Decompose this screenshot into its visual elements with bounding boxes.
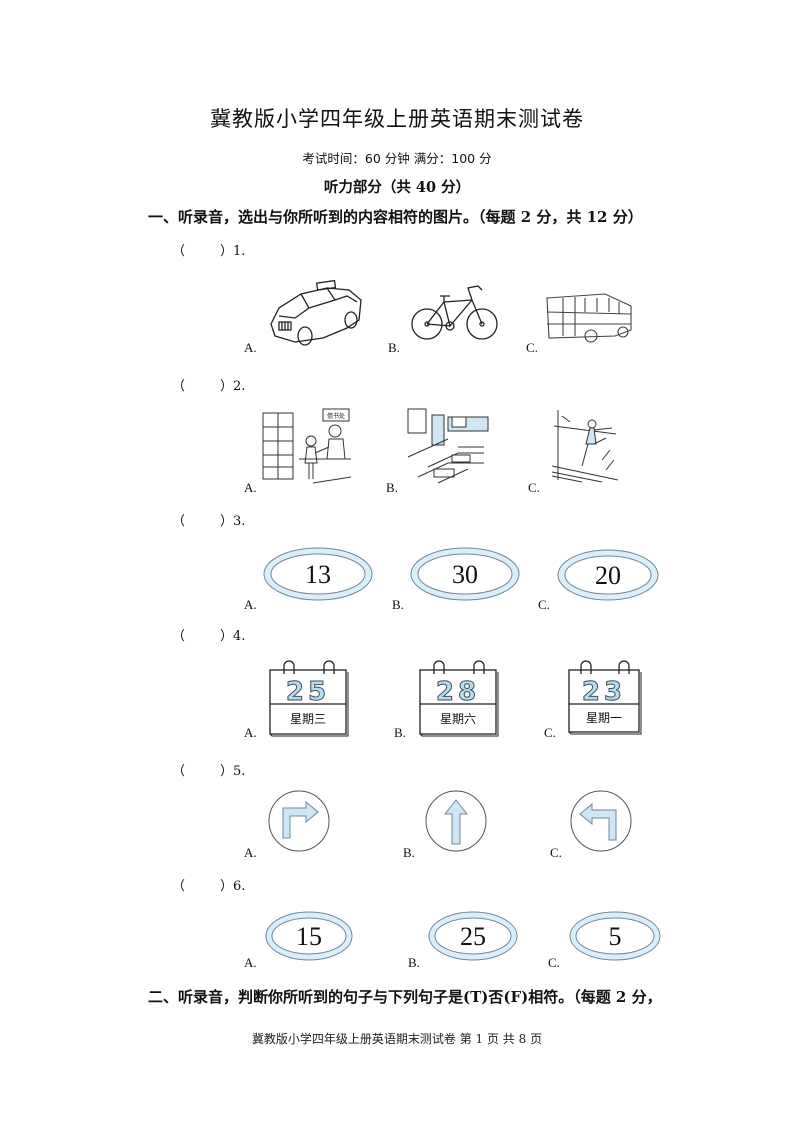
number-frame-icon: 13 [263, 547, 373, 601]
option-label: A. [244, 340, 257, 355]
option-label: B. [388, 340, 400, 355]
dance-room-icon [551, 410, 619, 483]
number-frame-icon: 15 [265, 911, 353, 961]
taxi-car-icon [270, 279, 362, 346]
svg-text:借书处: 借书处 [327, 412, 345, 420]
question-number: ）6. [220, 879, 246, 894]
answer-blank-5[interactable]: （ [172, 764, 186, 779]
number-frame-icon: 20 [557, 549, 659, 601]
library-desk-icon: 借书处 [262, 408, 352, 484]
question-5-number: （ ）5. [172, 760, 245, 779]
question-6-number: （ ）6. [172, 875, 245, 894]
question-3-number: （ ）3. [172, 510, 245, 529]
page-footer: 冀教版小学四年级上册英语期末测试卷 第 1 页 共 8 页 [251, 1032, 543, 1046]
number-frame-icon: 30 [410, 547, 520, 601]
option-label: B. [386, 480, 398, 495]
svg-text:15: 15 [296, 922, 322, 951]
go-straight-sign-icon [425, 790, 487, 852]
calendar-icon: 28 星期六 [419, 660, 499, 737]
svg-text:23: 23 [582, 677, 626, 707]
question-4-number: （ ）4. [172, 625, 245, 644]
option-label: C. [526, 340, 538, 355]
svg-text:28: 28 [436, 677, 480, 707]
option-label: A. [244, 955, 257, 970]
option-label: A. [244, 725, 257, 740]
turn-left-sign-icon [570, 790, 632, 852]
svg-text:13: 13 [305, 560, 331, 589]
option-label: C. [550, 845, 562, 860]
option-label: B. [408, 955, 420, 970]
svg-text:星期一: 星期一 [586, 711, 622, 725]
calendar-icon: 23 星期一 [568, 660, 642, 735]
turn-right-sign-icon [268, 790, 330, 852]
calendar-icon: 25 星期三 [269, 660, 349, 737]
section-2-heading: 二、听录音，判断你所听到的句子与下列句子是(T)否(F)相符。（每题 2 分， [148, 988, 662, 1006]
question-number: ）1. [220, 244, 246, 259]
option-label: B. [403, 845, 415, 860]
svg-text:星期六: 星期六 [440, 712, 476, 726]
answer-blank-3[interactable]: （ [172, 514, 186, 529]
svg-text:30: 30 [452, 560, 478, 589]
question-number: ）4. [220, 629, 246, 644]
option-label: B. [394, 725, 406, 740]
question-number: ）2. [220, 379, 246, 394]
option-label: C. [544, 725, 556, 740]
svg-text:25: 25 [286, 677, 330, 707]
exam-meta: 考试时间：60 分钟 满分：100 分 [302, 151, 492, 166]
page-title: 冀教版小学四年级上册英语期末测试卷 [210, 107, 584, 131]
question-number: ）3. [220, 514, 246, 529]
bicycle-icon [411, 285, 498, 340]
classroom-icon [407, 408, 489, 484]
option-label: B. [392, 597, 404, 612]
svg-text:20: 20 [595, 561, 621, 590]
svg-text:星期三: 星期三 [290, 712, 326, 726]
question-number: ）5. [220, 764, 246, 779]
part-heading: 听力部分（共 40 分） [323, 179, 471, 196]
question-1-number: （ ）1. [172, 240, 245, 259]
option-label: A. [244, 597, 257, 612]
answer-blank-4[interactable]: （ [172, 629, 186, 644]
number-frame-icon: 25 [428, 911, 518, 961]
number-frame-icon: 5 [569, 911, 661, 961]
option-label: C. [548, 955, 560, 970]
option-label: C. [538, 597, 550, 612]
answer-blank-6[interactable]: （ [172, 879, 186, 894]
option-label: A. [244, 480, 257, 495]
option-label: A. [244, 845, 257, 860]
answer-blank-1[interactable]: （ [172, 244, 186, 259]
svg-text:25: 25 [460, 922, 486, 951]
question-2-number: （ ）2. [172, 375, 245, 394]
section-1-heading: 一、听录音，选出与你所听到的内容相符的图片。（每题 2 分，共 12 分） [148, 208, 643, 226]
option-label: C. [528, 480, 540, 495]
svg-text:5: 5 [609, 922, 622, 951]
bus-icon [546, 293, 632, 343]
answer-blank-2[interactable]: （ [172, 379, 186, 394]
